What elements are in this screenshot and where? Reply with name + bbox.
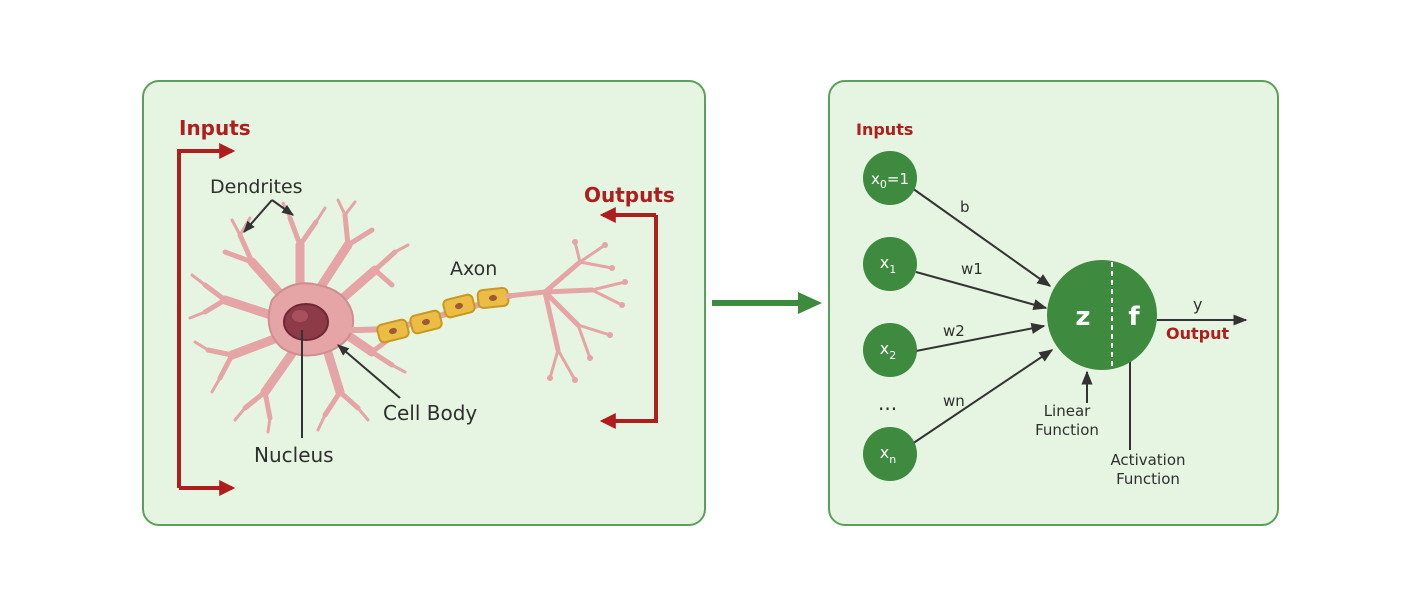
biological-neuron-panel: Inputs Outputs [142,80,706,526]
input-ellipsis: ... [878,391,897,415]
weight-label-w1: w1 [961,260,983,278]
svg-text:xn: xn [880,443,896,466]
activation-f-label: f [1128,302,1140,332]
weight-connections [911,187,1248,450]
dendrites-label: Dendrites [210,176,303,198]
ann-inputs-label: Inputs [856,120,913,139]
weight-label-wn: wn [943,392,965,410]
left-panel-background [142,80,706,526]
neuron-illustration [188,198,628,434]
cell-body-pointer [337,344,401,399]
input-node-xn: xn [863,427,917,481]
transition-arrow [712,292,822,314]
weight-label-w2: w2 [943,322,965,340]
nucleus [283,303,329,341]
ann-output-label: Output [1166,324,1229,343]
svg-text:x1: x1 [880,253,896,276]
axon-label: Axon [450,258,497,280]
bio-outputs-label: Outputs [584,183,675,207]
linear-z-label: z [1075,302,1090,332]
svg-text:x0=1: x0=1 [871,170,909,191]
input-node-x2: x2 [863,323,917,377]
svg-text:x2: x2 [880,339,896,362]
weight-label-b: b [960,198,970,216]
input-node-x0: x0=1 [863,151,917,205]
bio-inputs-label: Inputs [179,116,251,140]
axon-terminals [505,239,628,383]
cell-body-label: Cell Body [383,401,477,425]
artificial-neuron-panel: Inputs x0=1 x1 x2 ... xn [828,80,1279,526]
input-node-x1: x1 [863,237,917,291]
output-y-label: y [1193,295,1202,314]
dendrites-pointer [243,199,294,233]
outputs-bracket-arrows [599,207,658,429]
nucleus-label: Nucleus [254,443,334,467]
neuron-node: z f [1047,260,1157,370]
inputs-bracket-arrows [177,143,236,496]
